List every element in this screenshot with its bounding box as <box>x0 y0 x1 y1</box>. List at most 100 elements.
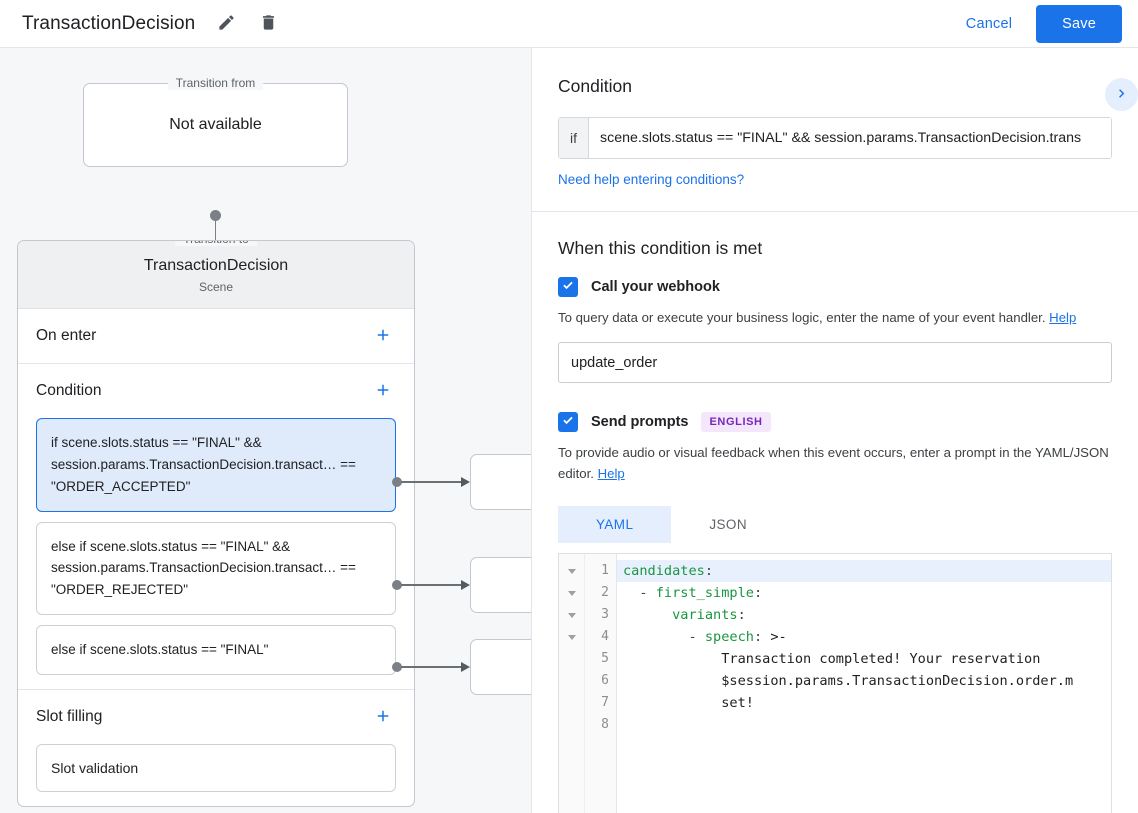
top-bar: TransactionDecision Cancel Save <box>0 0 1138 48</box>
trash-icon <box>259 13 278 35</box>
transition-from-legend: Transition from <box>167 76 264 90</box>
call-webhook-checkbox[interactable] <box>558 277 578 297</box>
editor-line-numbers: 1 2 3 4 5 6 7 8 <box>585 554 617 813</box>
slot-validation-item[interactable]: Slot validation <box>36 744 396 793</box>
transition-to-legend: Transition to <box>175 241 257 246</box>
line-number: 4 <box>601 629 609 645</box>
event-handler-input[interactable] <box>558 342 1112 384</box>
code-line[interactable]: variants: <box>672 607 746 624</box>
condition-input-row[interactable]: if <box>558 117 1112 159</box>
editor-fold-gutter[interactable] <box>559 554 585 813</box>
condition-item-1[interactable]: else if scene.slots.status == "FINAL" &&… <box>36 521 396 616</box>
when-condition-met-section: When this condition is met Call your web… <box>532 212 1138 813</box>
fold-toggle-1[interactable] <box>559 560 584 582</box>
add-condition-button[interactable] <box>370 378 396 404</box>
call-webhook-description: To query data or execute your business l… <box>558 308 1112 328</box>
cancel-button[interactable]: Cancel <box>952 7 1026 41</box>
page-title: TransactionDecision <box>22 12 196 34</box>
tab-json[interactable]: JSON <box>671 506 785 543</box>
send-prompts-row[interactable]: Send prompts ENGLISH <box>558 412 1112 433</box>
check-icon <box>561 278 575 297</box>
webhook-help-link[interactable]: Help <box>1049 310 1077 325</box>
scene-header: TransactionDecision Scene <box>18 241 414 309</box>
transition-to-card: Transition to TransactionDecision Scene … <box>17 240 415 808</box>
add-slot-filling-button[interactable] <box>370 704 396 730</box>
edge-arrow-1 <box>461 579 470 590</box>
code-line[interactable]: candidates: <box>617 560 1111 583</box>
editor-code-area[interactable]: candidates: - first_simple: variants: - … <box>617 554 1111 813</box>
chevron-right-icon <box>1113 85 1130 105</box>
triangle-down-icon <box>567 612 576 618</box>
section-on-enter: On enter <box>18 309 414 364</box>
webhook-description-text: To query data or execute your business l… <box>558 310 1046 325</box>
plus-icon <box>374 326 392 347</box>
slot-filling-title: Slot filling <box>36 708 103 726</box>
fold-toggle-4[interactable] <box>559 626 584 648</box>
edge-arrow-2 <box>461 661 470 672</box>
condition-input[interactable] <box>589 118 1111 158</box>
edge-dot-1 <box>392 580 402 590</box>
call-webhook-row[interactable]: Call your webhook <box>558 277 1112 297</box>
condition-title: Condition <box>36 382 102 399</box>
condition-panel-heading: Condition <box>558 76 632 96</box>
target-stub-2[interactable] <box>470 639 531 695</box>
section-slot-filling: Slot filling Slot validation <box>18 690 414 793</box>
code-line[interactable]: $session.params.TransactionDecision.orde… <box>623 673 1074 690</box>
section-condition: Condition if scene.slots.status == "FINA… <box>18 364 414 691</box>
delete-button[interactable] <box>251 7 285 41</box>
edge-line-2 <box>401 666 463 668</box>
edge-dot-2 <box>392 662 402 672</box>
details-panel: Condition if Need help entering conditio… <box>531 48 1138 813</box>
fold-toggle-7 <box>559 692 584 714</box>
if-label: if <box>559 118 589 158</box>
editor-format-tabs: YAML JSON <box>558 506 1112 544</box>
send-prompts-description: To provide audio or visual feedback when… <box>558 443 1112 484</box>
code-line[interactable]: - first_simple: <box>623 585 763 602</box>
save-button[interactable]: Save <box>1036 4 1122 43</box>
send-prompts-checkbox[interactable] <box>558 412 578 433</box>
target-stub-1[interactable] <box>470 557 531 613</box>
condition-help-link[interactable]: Need help entering conditions? <box>558 172 745 187</box>
when-met-heading: When this condition is met <box>558 238 763 258</box>
prompts-help-link[interactable]: Help <box>597 465 625 481</box>
code-line[interactable]: Transaction completed! Your reservation <box>623 651 1041 668</box>
fold-toggle-2[interactable] <box>559 582 584 604</box>
edge-dot-0 <box>392 477 402 487</box>
fold-toggle-3[interactable] <box>559 604 584 626</box>
transition-from-value: Not available <box>169 116 262 133</box>
fold-toggle-6 <box>559 670 584 692</box>
condition-item-0[interactable]: if scene.slots.status == "FINAL" && sess… <box>36 418 396 512</box>
plus-icon <box>374 381 392 402</box>
check-icon <box>561 413 575 432</box>
send-prompts-label: Send prompts <box>591 414 689 431</box>
line-number: 8 <box>601 717 609 733</box>
condition-section: Condition if Need help entering conditio… <box>532 48 1138 212</box>
triangle-down-icon <box>567 568 576 574</box>
edge-arrow-0 <box>461 476 470 487</box>
edge-line-1 <box>401 584 463 586</box>
line-number: 3 <box>601 607 609 623</box>
code-editor[interactable]: 1 2 3 4 5 6 7 8 candidates: - first_simple: var… <box>558 553 1112 813</box>
condition-item-2[interactable]: else if scene.slots.status == "FINAL" <box>36 625 396 676</box>
line-number: 1 <box>601 563 609 579</box>
code-line[interactable]: - speech: >- <box>623 629 787 646</box>
target-stub-0[interactable] <box>470 454 531 510</box>
flow-canvas[interactable]: Transition from Not available Transition… <box>0 48 531 813</box>
edit-title-button[interactable] <box>209 7 243 41</box>
line-number: 5 <box>601 651 609 667</box>
scene-type: Scene <box>198 280 234 294</box>
triangle-down-icon <box>567 634 576 640</box>
line-number: 6 <box>601 673 609 689</box>
add-on-enter-button[interactable] <box>370 323 396 349</box>
pencil-icon <box>217 13 236 35</box>
prompts-description-text: To provide audio or visual feedback when… <box>558 445 1109 481</box>
tab-yaml[interactable]: YAML <box>558 506 672 544</box>
expand-panel-button[interactable] <box>1105 78 1138 111</box>
scene-name: TransactionDecision <box>143 257 289 274</box>
call-webhook-label: Call your webhook <box>591 279 720 295</box>
code-line[interactable]: set! <box>623 695 754 712</box>
line-number: 2 <box>601 585 609 601</box>
line-number: 7 <box>601 695 609 711</box>
transition-from-box[interactable]: Transition from Not available <box>83 76 348 167</box>
code-line[interactable] <box>617 714 1111 736</box>
